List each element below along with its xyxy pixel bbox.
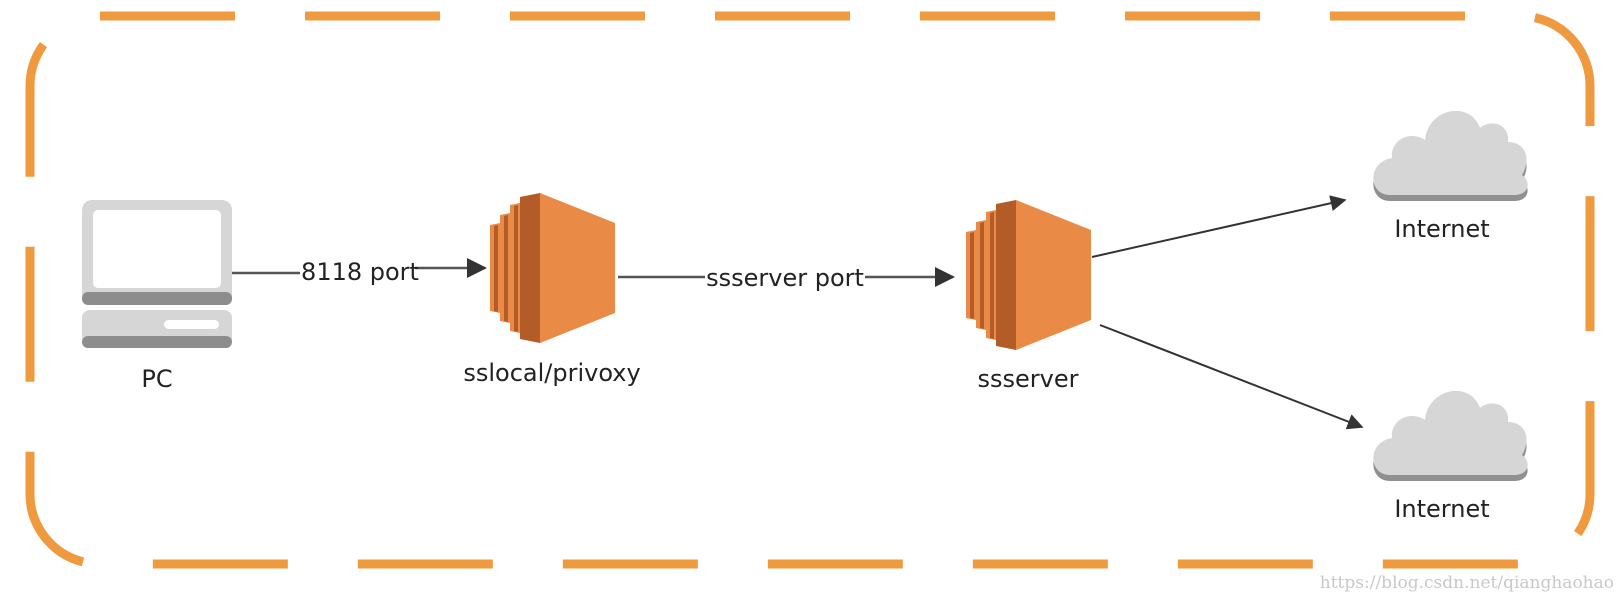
edge-label-8118-port: 8118 port [301,258,419,286]
node-label-internet-bottom: Internet [1394,495,1489,523]
edge-pc-to-sslocal: 8118 port [232,258,487,286]
edge-ssserver-to-internet-top [1091,195,1347,258]
edge-label-ssserver-port: ssserver port [706,264,864,292]
edge-sslocal-to-ssserver: ssserver port [618,264,955,292]
node-label-sslocal-privoxy: sslocal/privoxy [463,359,640,387]
laptop-icon [82,200,232,348]
edge-ssserver-to-internet-bottom [1099,324,1364,430]
node-label-ssserver: ssserver [978,365,1079,393]
server-icon [966,200,1091,350]
server-icon [490,193,615,343]
node-label-internet-top: Internet [1394,215,1489,243]
cloud-icon [1373,390,1528,481]
network-boundary [25,11,1595,569]
cloud-icon [1373,110,1528,201]
node-label-pc: PC [141,365,172,393]
watermark-text: https://blog.csdn.net/qianghaohao [1320,573,1614,593]
